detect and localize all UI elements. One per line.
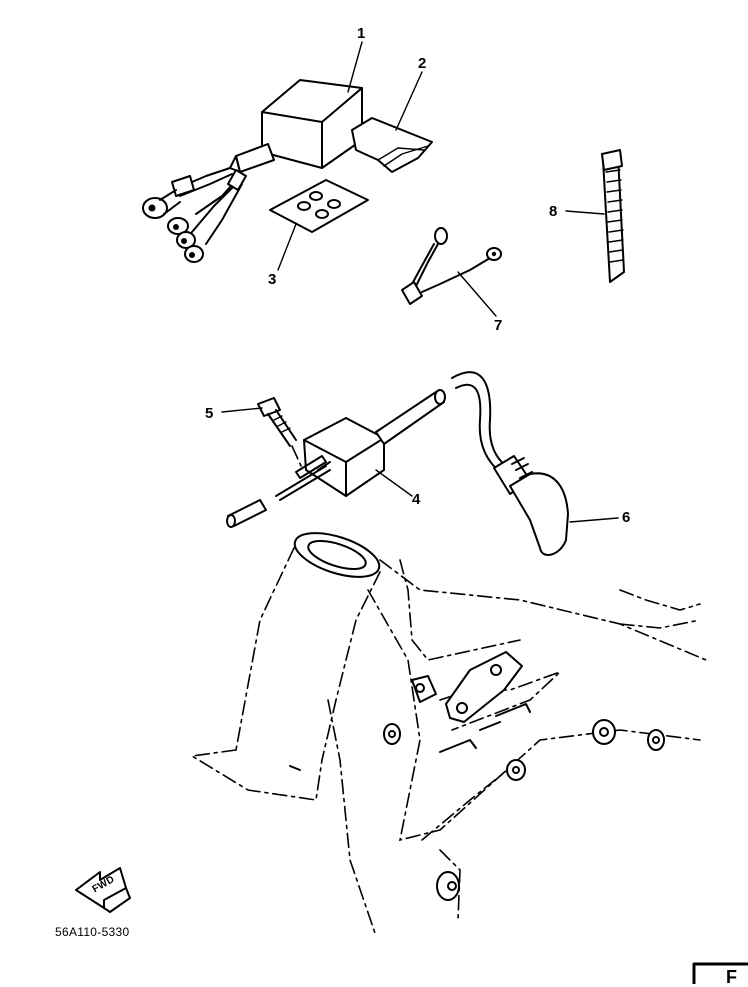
cdi-unit-drawing: [142, 79, 363, 263]
rubber-pad-drawing: [269, 179, 369, 233]
part-8-callout: 8: [549, 203, 558, 220]
drawing-code: 56A110-5330: [55, 925, 130, 939]
lead-wire-drawing: [401, 227, 502, 305]
ignition-coil-drawing: [226, 389, 446, 528]
bracket-band-drawing: [351, 117, 433, 173]
part-3-callout: 3: [268, 271, 277, 288]
corner-frame: [692, 962, 748, 984]
cable-band-drawing: [601, 149, 625, 283]
part-1-callout: 1: [357, 25, 366, 42]
part-5-callout: 5: [205, 405, 214, 422]
part-7-callout: 7: [494, 317, 503, 334]
corner-mark: F: [726, 967, 737, 987]
part-6-callout: 6: [622, 509, 631, 526]
leader-lines: [221, 41, 619, 523]
frame-phantom-outline: [189, 532, 707, 937]
plug-cap-drawing: [451, 371, 569, 556]
bolt-drawing: [257, 397, 303, 469]
forward-arrow: [75, 867, 131, 913]
part-4-callout: 4: [412, 491, 421, 508]
part-2-callout: 2: [418, 55, 427, 72]
